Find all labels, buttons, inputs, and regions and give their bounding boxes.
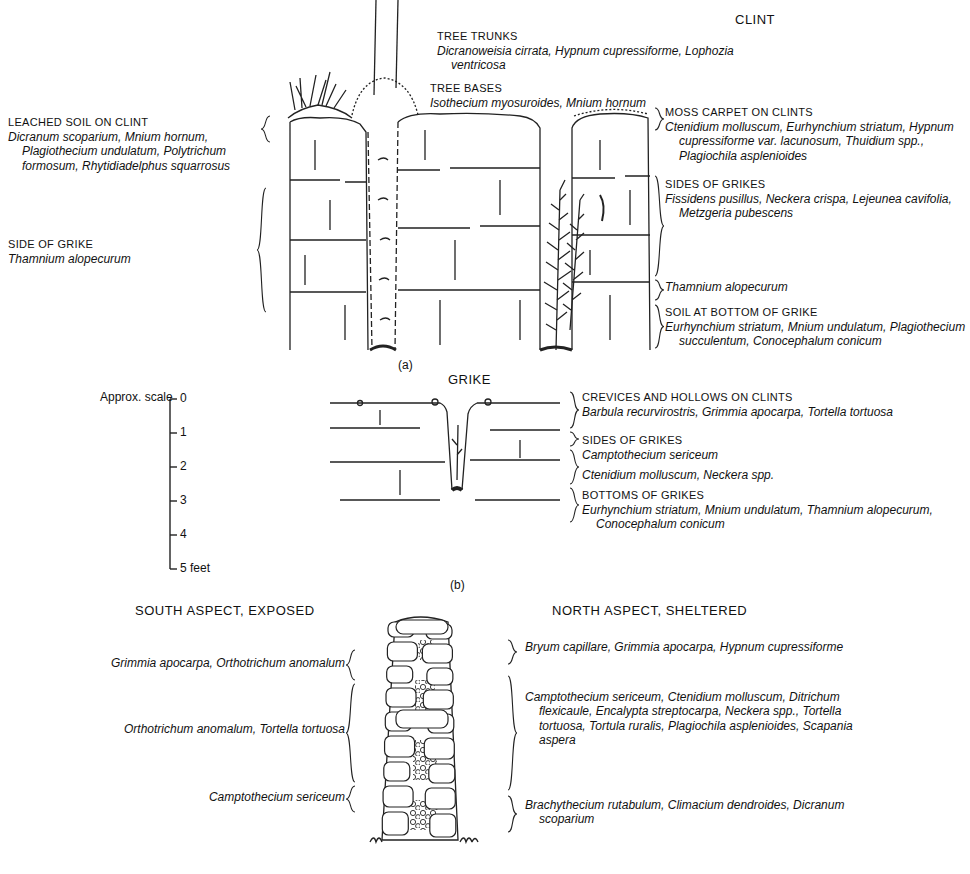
species-list: Eurhynchium striatum, Mnium undulatum, T… [582, 503, 970, 532]
wall-stone [396, 620, 448, 634]
caption-text: (a) [398, 358, 438, 372]
species-list: Fissidens pusillus, Neckera crispa, Leje… [665, 192, 970, 221]
bracket [570, 432, 579, 446]
species-list: Thamnium alopecurum [665, 280, 969, 294]
wall-stone [396, 710, 448, 728]
habitat-heading: SIDES OF GRIKES [582, 434, 952, 447]
bracket [655, 280, 664, 300]
wall-stone [387, 666, 413, 683]
scale-tick [170, 534, 177, 535]
habitat-heading: BOTTOMS OF GRIKES [582, 489, 952, 502]
caption-text: GRIKE [448, 372, 528, 388]
species-list: Camptothecium sericeum [582, 448, 966, 462]
species-list: Ctenidium molluscum, Neckera spp. [582, 468, 966, 482]
bracket [570, 450, 579, 484]
wall-stone [429, 764, 455, 783]
wall-stone [427, 668, 453, 685]
species-list: Brachythecium rutabulum, Climacium dendr… [525, 798, 869, 827]
bracket [508, 676, 517, 790]
bracket [257, 188, 266, 312]
caption-text: CLINT [735, 12, 855, 28]
habitat-heading: SOIL AT BOTTOM OF GRIKE [665, 306, 955, 319]
bracket [655, 108, 664, 130]
species-list: Eurhynchium striatum, Mnium undulatum, P… [665, 320, 970, 349]
caption-text: 0 [180, 391, 200, 405]
caption-text: 1 [180, 425, 200, 439]
bracket [346, 684, 355, 782]
habitat-heading: MOSS CARPET ON CLINTS [665, 106, 955, 119]
habitat-heading: CREVICES AND HOLLOWS ON CLINTS [582, 391, 952, 404]
caption-text: 5 feet [180, 561, 250, 575]
caption-text: 2 [180, 459, 200, 473]
species-list: Orthotrichum anomalum, Tortella tortuosa [40, 722, 345, 736]
wall-stone [382, 812, 408, 835]
species-list: Bryum capillare, Grimmia apocarpa, Hypnu… [525, 640, 869, 654]
habitat-heading: TREE TRUNKS [437, 30, 677, 43]
bracket [655, 305, 664, 348]
caption-text: NORTH ASPECT, SHELTERED [552, 603, 852, 619]
bracket [508, 640, 517, 664]
habitat-heading: LEACHED SOIL ON CLINT [8, 116, 258, 129]
wall-stone [424, 738, 454, 759]
wall-stone [425, 788, 455, 809]
scale-bar [169, 399, 170, 569]
species-list: Dicranoweisia cirrata, Hypnum cupressifo… [437, 44, 751, 73]
habitat-heading: TREE BASES [430, 82, 630, 95]
species-list: Barbula recurvirostris, Grimmia apocarpa… [582, 405, 970, 419]
caption-text: 4 [180, 527, 200, 541]
species-list: Camptothecium sericeum [40, 790, 345, 804]
species-list: Thamnium alopecurum [8, 252, 262, 266]
wall-stone [383, 786, 413, 807]
scale-tick [170, 432, 177, 433]
caption-text: (b) [450, 578, 490, 592]
species-list: Ctenidium molluscum, Eurhynchium striatu… [665, 120, 970, 163]
wall-stone [386, 688, 416, 707]
habitat-heading: SIDE OF GRIKE [8, 238, 248, 251]
habitat-heading: SIDES OF GRIKES [665, 178, 955, 191]
bracket [508, 796, 517, 832]
bracket [570, 392, 579, 428]
bracket [346, 786, 355, 812]
wall-stone [423, 690, 453, 709]
wall-stone [384, 762, 410, 781]
bracket [570, 488, 579, 522]
wall-stone [422, 644, 452, 663]
bracket [261, 116, 270, 142]
scale-tick [170, 500, 177, 501]
species-list: Grimmia apocarpa, Orthotrichum anomalum [40, 656, 345, 670]
bracket [346, 650, 355, 680]
species-list: Dicranum scoparium, Mnium hornum, Plagio… [8, 130, 277, 173]
wall-stone [385, 736, 415, 757]
species-list: Camptothecium sericeum, Ctenidium mollus… [525, 690, 869, 748]
bracket [655, 176, 664, 276]
wall-stone [387, 642, 417, 661]
caption-text: 3 [180, 493, 200, 507]
scale-tick [170, 568, 177, 569]
caption-text: SOUTH ASPECT, EXPOSED [135, 603, 395, 619]
wall-stone [430, 814, 456, 837]
scale-tick [170, 466, 177, 467]
